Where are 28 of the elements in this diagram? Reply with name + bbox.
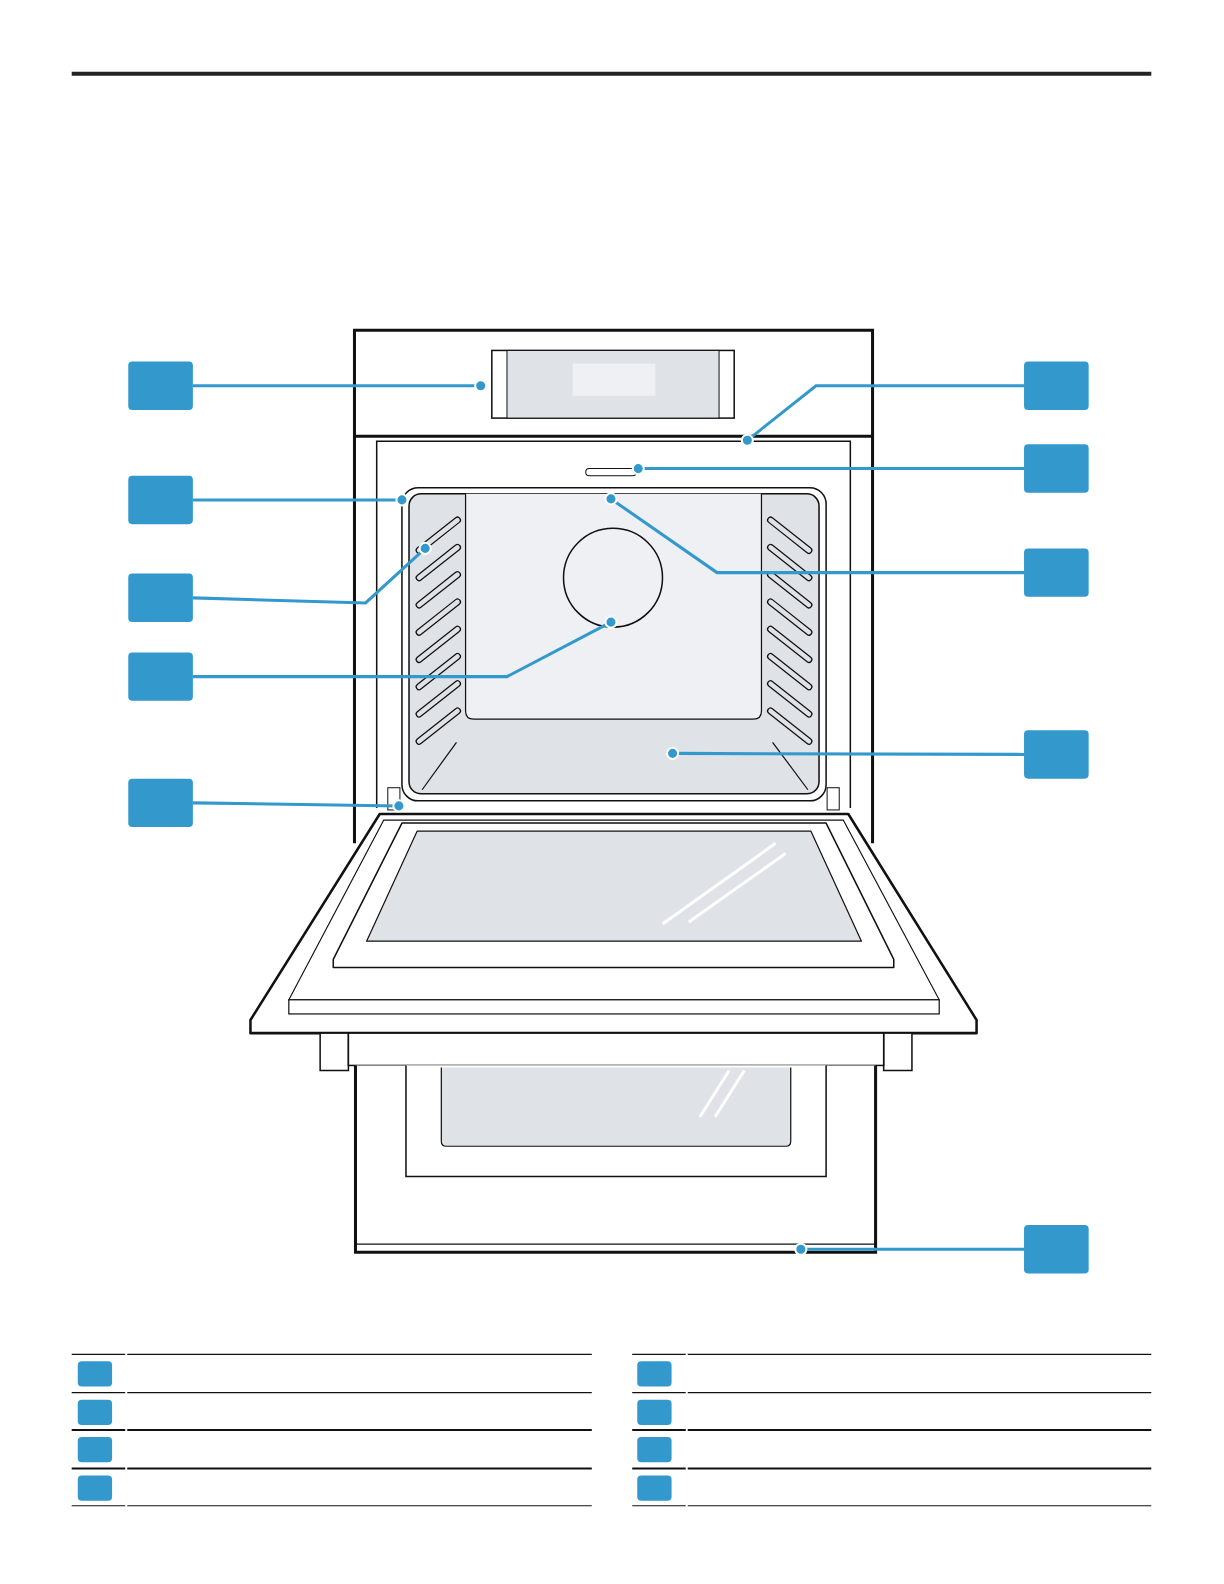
callout-marker: [128, 475, 193, 525]
leader-line: [740, 384, 1025, 447]
key-marker: [637, 1474, 672, 1501]
leader-line: [192, 541, 432, 605]
leader-line: [192, 799, 406, 813]
leader-line: [631, 462, 1025, 476]
key-marker: [77, 1437, 113, 1463]
key-marker: [77, 1474, 113, 1501]
callout-marker: [1024, 361, 1089, 410]
key-marker: [77, 1361, 113, 1387]
key-marker: [637, 1437, 672, 1463]
callout-marker: [128, 573, 193, 623]
callout-marker: [1024, 730, 1089, 779]
leader-line: [794, 1242, 1025, 1256]
callout-marker: [128, 361, 193, 410]
callout-marker: [128, 652, 193, 701]
leader-line: [604, 492, 1025, 575]
leader-line: [192, 615, 618, 679]
callout-marker: [1024, 444, 1089, 493]
callout-marker: [1024, 1225, 1089, 1274]
key-marker: [637, 1399, 672, 1425]
callout-marker: [1024, 548, 1089, 597]
key-marker: [637, 1361, 672, 1387]
key-marker: [77, 1399, 113, 1425]
leader-line: [192, 379, 488, 393]
leader-line: [666, 746, 1025, 760]
leader-line: [192, 493, 409, 507]
callout-marker: [128, 778, 193, 828]
